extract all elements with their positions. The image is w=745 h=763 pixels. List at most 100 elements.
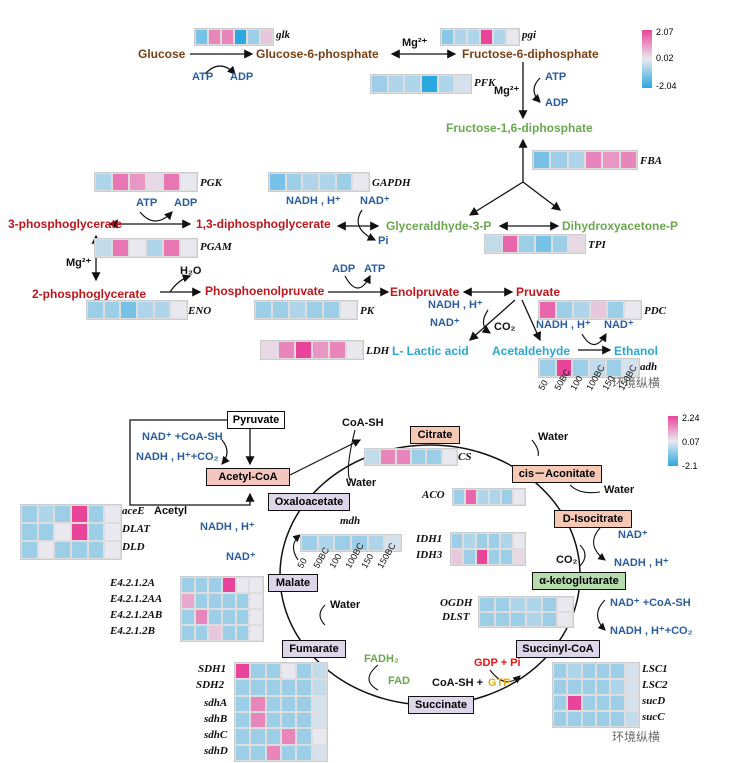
cofactor-nadh-ogdh: NADH , H⁺+CO₂ [610, 625, 693, 637]
cofactor-nadh-adh: NADH , H⁺ [536, 319, 591, 331]
heatmap-cell [221, 29, 234, 45]
arrow-h2o [169, 274, 192, 293]
heatmap-cell [573, 301, 590, 319]
heatmap-cell [487, 549, 501, 565]
gene-lsc2: LSC2 [642, 679, 668, 691]
heatmap-aco [452, 488, 526, 506]
cofactor-adp-2: ADP [545, 97, 569, 109]
heatmap-cell [518, 235, 535, 253]
heatmap-cell [624, 663, 639, 679]
heatmap-cell [181, 577, 195, 593]
heatmap-cell [311, 663, 327, 680]
gene-pk: PK [360, 305, 375, 317]
gene-adh: adh [640, 361, 658, 373]
heatmap-cell [21, 523, 38, 541]
heatmap-pfk [370, 74, 472, 94]
cofactor-nadh-gapdh: NADH , H⁺ [286, 195, 341, 207]
heatmap-cell [208, 577, 222, 593]
heatmap-cell [500, 533, 513, 549]
heatmap-acee [20, 504, 122, 560]
tca-malate: Malate [268, 574, 318, 592]
heatmap-cell [112, 239, 129, 257]
heatmap-cell [387, 75, 405, 93]
gene-pfk: PFK [474, 77, 496, 89]
heatmap-cell [296, 728, 312, 745]
gene-sdh2: SDH2 [196, 679, 225, 691]
heatmap-cell [585, 151, 603, 169]
heatmap-lsc [552, 662, 640, 728]
cofactor-nad-adh: NAD⁺ [604, 319, 634, 331]
heatmap-cell [501, 235, 519, 253]
cofactor-gdp-pi: GDP + Pi [474, 657, 521, 669]
cofactor-nad-ldh: NAD⁺ [430, 317, 460, 329]
heatmap-cell [95, 173, 112, 191]
heatmap-cell [410, 449, 427, 465]
heatmap-cell [153, 301, 171, 319]
arrow-nad-idh [593, 527, 606, 561]
heatmap-cell [622, 359, 639, 377]
heatmap-cell [556, 301, 573, 319]
heatmap-cell [235, 712, 251, 729]
cofactor-water-3: Water [604, 484, 635, 496]
tca-citrate: Citrate [410, 426, 460, 444]
heatmap-sdh [234, 662, 328, 762]
heatmap-cell [280, 712, 297, 729]
arrow-acetyl-loop [129, 419, 255, 506]
cofactor-nadh-idh: NADH , H⁺ [614, 557, 669, 569]
gene-lsc1: LSC1 [642, 663, 668, 675]
heatmap-cell [553, 711, 568, 727]
metabolite-ethanol: Ethanol [614, 344, 658, 358]
arrow-nad-coa [221, 439, 230, 465]
heatmap-cell [280, 695, 297, 712]
cofactor-coash-plus: CoA-SH + [432, 677, 484, 689]
tca-cisaconitate: cis－Aconitate [512, 465, 602, 483]
heatmap-cell [610, 695, 625, 711]
cofactor-nadh-mdh: NADH , H⁺ [200, 521, 255, 533]
gene-sdhc: sdhC [204, 729, 228, 741]
heatmap-cell [605, 359, 623, 377]
heatmap-cell [485, 235, 502, 253]
heatmap-cell [395, 449, 411, 465]
gene-dlst: DLST [442, 611, 470, 623]
heatmap-cell [302, 173, 319, 191]
heatmap-cell [104, 505, 121, 523]
heatmap-cell [346, 341, 363, 359]
arrow-nad-mdh [292, 534, 301, 561]
gene-sdhb: sdhB [204, 713, 228, 725]
gene-fba: FBA [640, 155, 663, 167]
heatmap-cell [37, 541, 55, 559]
cofactor-water-2: Water [538, 431, 569, 443]
cofactor-mg-3: Mg²⁺ [66, 257, 92, 269]
cofactor-fad: FAD [388, 675, 410, 687]
heatmap-cell [280, 744, 297, 761]
heatmap-cell [602, 151, 620, 169]
arrow-pyr-lactic [469, 299, 516, 341]
heatmap-cell [280, 679, 297, 696]
metabolite-pg3: 3-phosphoglycerate [8, 217, 123, 231]
cofactor-atp-4: ATP [364, 263, 386, 275]
heatmap-cell [54, 505, 71, 523]
cofactor-nad-idh: NAD⁺ [618, 529, 648, 541]
legend1-min: -2.04 [656, 81, 677, 91]
heatmap-cell [249, 577, 263, 593]
heatmap-cell [129, 173, 146, 191]
heatmap-cell [296, 695, 312, 712]
heatmap-cell [87, 301, 104, 319]
heatmap-cell [163, 173, 180, 191]
heatmap-cell [581, 663, 596, 679]
heatmap-cell [624, 679, 639, 695]
heatmap-cell [534, 235, 552, 253]
heatmap-cell [265, 679, 281, 696]
heatmap-cell [335, 173, 353, 191]
metabolite-glucose: Glucose [138, 47, 186, 61]
gene-glk: glk [276, 29, 291, 41]
heatmap-cell [512, 549, 525, 565]
heatmap-cell [235, 679, 251, 696]
heatmap-cell [70, 505, 88, 523]
heatmap-cell [170, 301, 187, 319]
heatmap-cell [454, 75, 471, 93]
heatmap-cell [87, 505, 105, 523]
heatmap-cell [296, 679, 312, 696]
heatmap-cell [451, 549, 464, 565]
heatmap-cell [250, 695, 266, 712]
